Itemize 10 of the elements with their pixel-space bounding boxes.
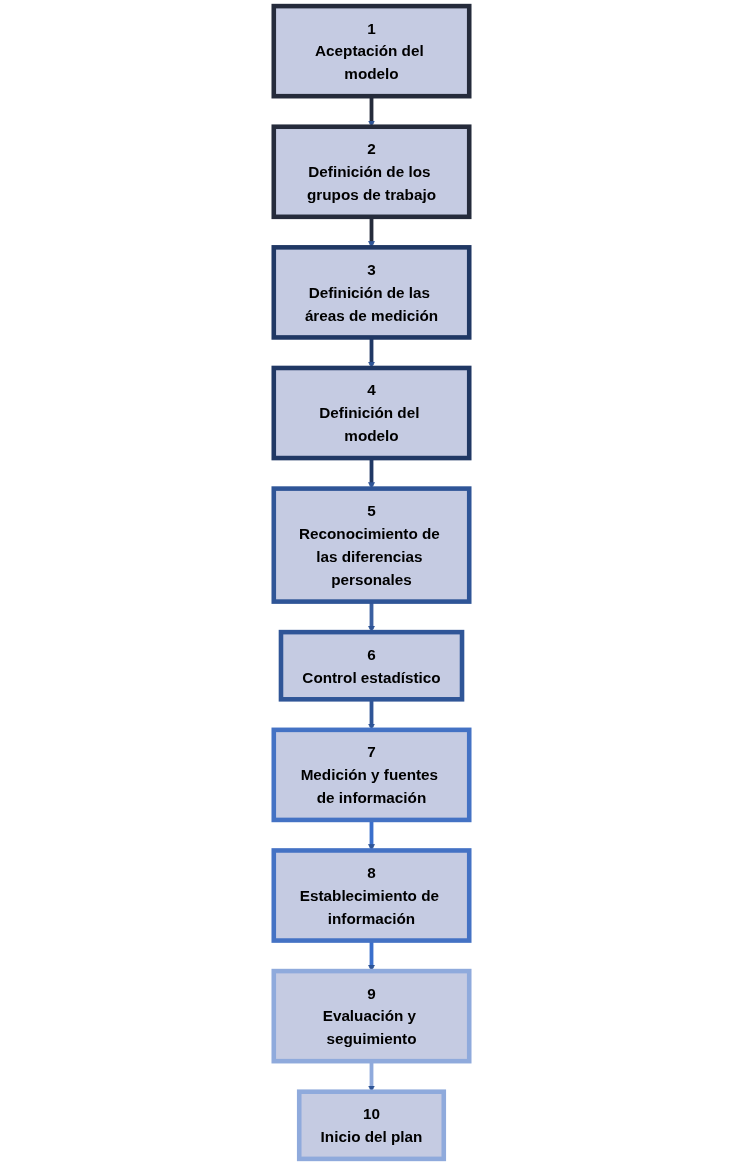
node-box: 2 Definición de los grupos de trabajo: [271, 124, 472, 220]
node-box: 3 Definición de las áreas de medición: [271, 245, 472, 340]
node-box: 1 Aceptación del modelo: [271, 3, 472, 99]
node-box: 10 Inicio del plan: [296, 1089, 447, 1162]
node-box: 6 Control estadístico: [278, 629, 465, 702]
node-box: 4 Definición del modelo: [271, 365, 472, 461]
node-box: 8 Establecimiento de información: [271, 848, 472, 943]
node-box: 7 Medición y fuentes de información: [271, 727, 472, 823]
node-box: 9 Evaluación y seguimiento: [271, 968, 472, 1064]
node-box: 5 Reconocimiento de las diferencias personales: [271, 486, 472, 604]
